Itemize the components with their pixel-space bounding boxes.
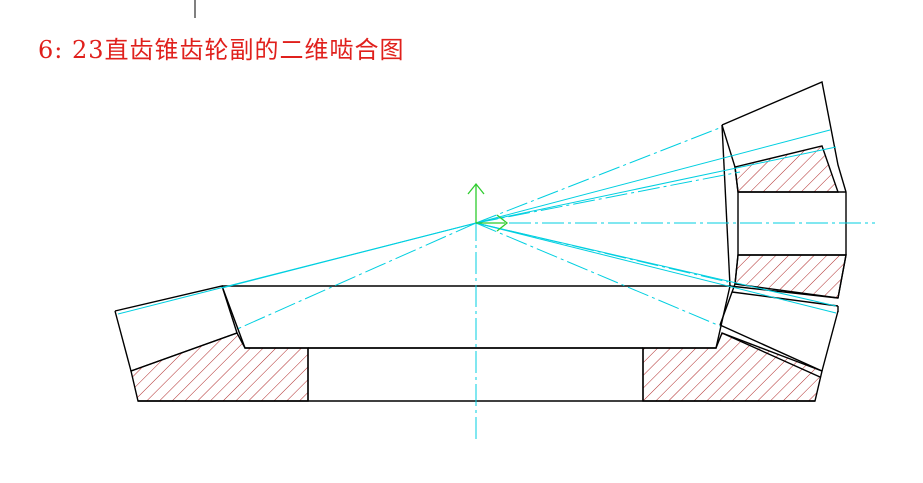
cone-line-lower-1 — [475, 222, 837, 314]
center-lines — [117, 126, 875, 442]
left-hatched-section — [130, 332, 309, 402]
cone-line-left-3 — [234, 222, 477, 331]
right-hatched-section — [642, 332, 823, 402]
cone-line-right-4 — [475, 171, 741, 224]
top-tooth-outline — [721, 81, 847, 299]
cone-line-right-3 — [475, 126, 723, 224]
right-tooth-line-1 — [719, 324, 823, 372]
drawing-title: 6: 23直齿锥齿轮副的二维啮合图 — [38, 36, 405, 64]
cone-line-right-2 — [475, 146, 837, 224]
tooth-inner-edge — [719, 124, 739, 326]
lower-tooth-line-1 — [729, 285, 839, 299]
gear-back-face — [721, 124, 731, 287]
cone-line-lower-3 — [475, 222, 729, 283]
right-tooth-edge — [821, 310, 839, 372]
lower-tooth-line-2 — [731, 291, 839, 307]
upper-hatched-section — [734, 145, 839, 193]
cone-line-right-1 — [475, 129, 831, 224]
cone-line-left-2 — [221, 222, 477, 289]
gear-body-outline — [221, 285, 731, 349]
cone-line-lower-4 — [475, 222, 721, 327]
vertical-gear — [719, 81, 847, 326]
green-axis-arrow-icon — [467, 182, 509, 232]
right-tooth-line-2 — [721, 332, 821, 378]
left-tooth-outline — [114, 285, 238, 372]
